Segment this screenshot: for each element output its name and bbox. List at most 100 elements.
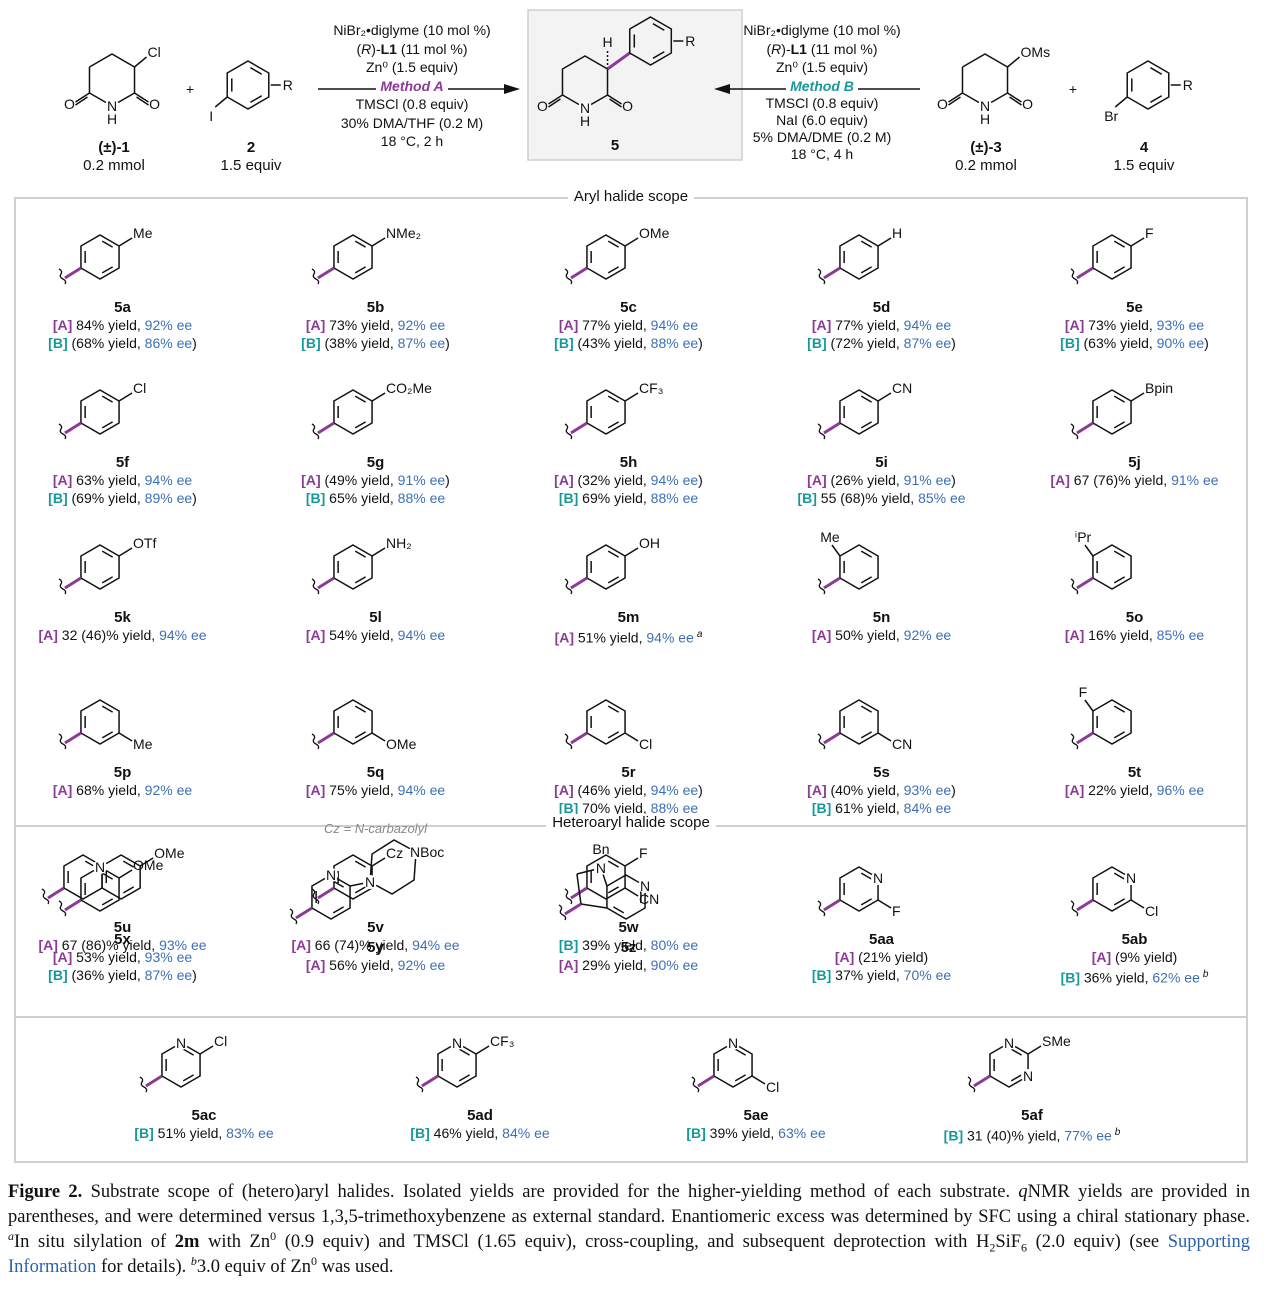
- result-line: [B] 55 (68)% yield, 85% ee: [797, 490, 966, 506]
- figure-caption: Figure 2. Substrate scope of (hetero)ary…: [8, 1180, 1250, 1280]
- caption-text: (0.9 equiv) and TMSCl (1.65 equiv), cros…: [276, 1232, 990, 1252]
- result-line: [A] 50% yield, 92% ee: [811, 627, 952, 643]
- atom-label: F: [1078, 684, 1087, 700]
- wavy-bond-icon: [564, 423, 572, 440]
- method-tag: [A]: [807, 472, 827, 488]
- wavy-bond-icon: [564, 578, 572, 595]
- method-tag: [A]: [1064, 782, 1085, 798]
- caption-text: In situ silylation of: [14, 1232, 175, 1252]
- atom-label: Br: [1104, 108, 1118, 124]
- method-tag: [A]: [305, 957, 326, 973]
- compound-id: 5r: [621, 764, 636, 781]
- result-line: [A] 68% yield, 92% ee: [52, 782, 193, 798]
- method-tag: [A]: [38, 627, 58, 643]
- aryl-iodide-structure: IR: [209, 60, 293, 124]
- compound-id: 5o: [1125, 609, 1144, 626]
- atom-label: CO₂Me: [386, 380, 432, 396]
- atom-label: OMe: [154, 845, 185, 861]
- ee-value: 88% ee: [397, 490, 446, 506]
- structure-ortho-icon: ⁱPr: [1070, 529, 1132, 595]
- ee-value: 94% ee: [650, 472, 699, 488]
- wavy-bond-icon: [1070, 900, 1078, 917]
- atom-label: H: [602, 34, 612, 50]
- wavy-bond-icon: [289, 908, 297, 925]
- atom-label: OMs: [1021, 44, 1051, 60]
- ring-bond: [332, 854, 373, 900]
- ee-value: 87% ee: [903, 335, 952, 351]
- wavy-bond-icon: [564, 888, 572, 905]
- result-line: [A] 75% yield, 94% ee: [305, 782, 446, 798]
- result-line: [B] (72% yield, 87% ee): [807, 335, 956, 351]
- ring-bond: [1091, 234, 1132, 280]
- section-title: Heteroaryl halide scope: [16, 814, 1246, 831]
- ee-value: 93% ee: [903, 782, 952, 798]
- atom-label: Me: [133, 736, 153, 752]
- atom-label: N: [1023, 1068, 1033, 1084]
- atom-label: H: [980, 111, 990, 127]
- ring-bond: [226, 60, 270, 110]
- result-line: [A] (32% yield, 94% ee): [554, 472, 703, 488]
- wavy-bond-icon: [58, 733, 66, 750]
- ee-value: 77% ee: [1064, 1127, 1112, 1144]
- wavy-bond-icon: [558, 904, 566, 921]
- wavy-bond-icon: [311, 423, 319, 440]
- result-line: [A] 32 (46)% yield, 94% ee: [38, 627, 207, 643]
- atom-label: N: [1004, 1035, 1014, 1051]
- result-line: [B] (43% yield, 88% ee): [554, 335, 703, 351]
- atom-label: Me: [133, 225, 153, 241]
- caption-text: 0: [270, 1228, 277, 1243]
- result-line: [A] (21% yield): [834, 949, 929, 965]
- atom-label: H: [892, 225, 902, 241]
- atom-label: CN: [892, 380, 912, 396]
- ee-value: 92% ee: [144, 782, 193, 798]
- result-line: [A] 29% yield, 90% ee: [558, 957, 699, 973]
- aryl-bromide-structure: BrR: [1104, 60, 1193, 124]
- method-tag: [A]: [558, 317, 579, 333]
- atom-label: NMe₂: [386, 225, 421, 241]
- result-line: [A] (40% yield, 93% ee): [807, 782, 956, 798]
- wavy-bond-icon: [58, 268, 66, 285]
- ee-value: 87% ee: [397, 335, 446, 351]
- atom-label: O: [537, 98, 548, 114]
- method-tag: [A]: [1064, 317, 1085, 333]
- method-tag: [B]: [558, 490, 579, 506]
- result-line: [B] 39% yield, 80% ee: [558, 937, 699, 953]
- compound-id: 5l: [369, 609, 382, 626]
- atom-label: F: [639, 845, 648, 861]
- ee-value: 94% ee: [650, 317, 699, 333]
- ee-value: 96% ee: [1156, 782, 1205, 798]
- wavy-bond-icon: [564, 268, 572, 285]
- result-line: [A] 67 (86)% yield, 93% ee: [38, 937, 207, 953]
- compound-id: 5z: [620, 939, 637, 956]
- structure-para-icon: NH₂: [311, 535, 411, 595]
- result-line: [B] (69% yield, 89% ee): [48, 490, 197, 506]
- result-line: [A] 63% yield, 94% ee: [52, 472, 193, 488]
- ee-value: 93% ee: [1156, 317, 1205, 333]
- structure-meta-icon: Cl: [564, 699, 652, 752]
- ee-value: 90% ee: [650, 957, 699, 973]
- method-tag: [A]: [807, 782, 827, 798]
- result-line: [A] 77% yield, 94% ee: [811, 317, 952, 333]
- supporting-information-link[interactable]: Supporting Information: [8, 1232, 1250, 1277]
- atom-label: OMe: [133, 857, 164, 873]
- result-line: [B] (38% yield, 87% ee): [301, 335, 450, 351]
- atom-label: O: [1022, 96, 1033, 112]
- ee-value: 94% ee: [397, 782, 446, 798]
- method-b-conditions: NiBr₂•diglyme (10 mol %) (R)-L1 (11 mol …: [743, 22, 901, 162]
- atom-label: N: [452, 1035, 462, 1051]
- structure-para-icon: OMe: [564, 225, 669, 285]
- ring-bond: [79, 389, 120, 435]
- atom-label: I: [209, 108, 213, 124]
- atom-label: Cz: [386, 845, 403, 861]
- wavy-bond-icon: [691, 1076, 700, 1093]
- ee-value: 88% ee: [650, 335, 699, 351]
- structure-para-icon: CO₂Me: [311, 380, 432, 440]
